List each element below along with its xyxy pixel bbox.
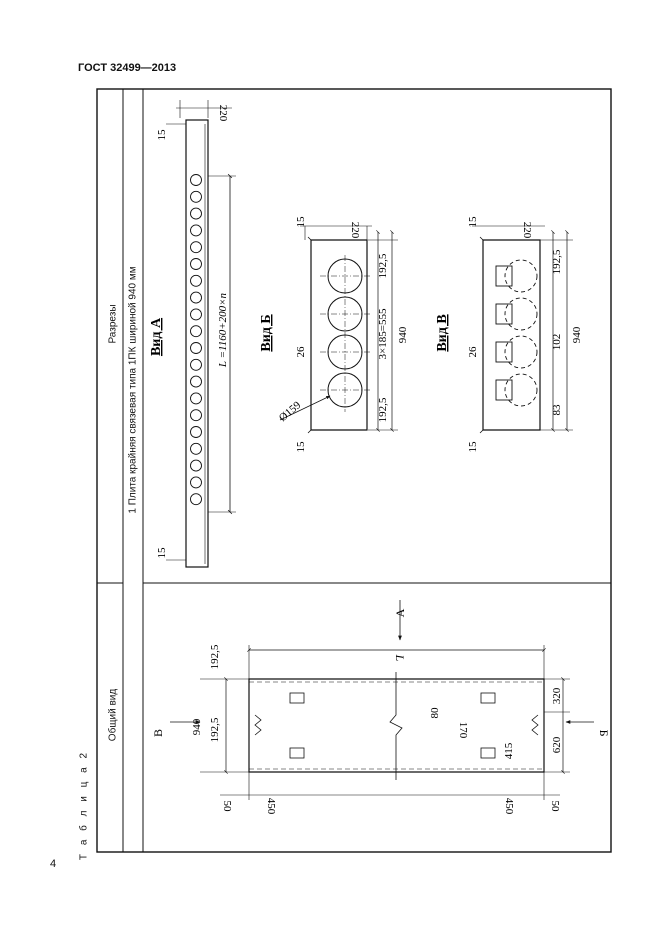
general-dim-620: 620 bbox=[551, 736, 563, 753]
view-b-dim-15-top: 15 bbox=[295, 216, 307, 228]
view-a-hole bbox=[190, 174, 202, 186]
general-dim-50-right: 50 bbox=[549, 801, 561, 813]
table-frame bbox=[96, 88, 612, 853]
void-circle-dashed bbox=[504, 259, 538, 293]
general-arrow-b-label: Б bbox=[597, 730, 611, 737]
view-a-dim-15-top: 15 bbox=[156, 129, 168, 141]
view-v-dim-220: 220 bbox=[521, 222, 533, 239]
view-a-title: Вид А bbox=[149, 317, 164, 356]
view-a-hole bbox=[190, 459, 202, 472]
general-dim-940: 940 bbox=[191, 718, 203, 735]
void-circle-dashed bbox=[504, 297, 538, 331]
general-dim-320: 320 bbox=[551, 687, 563, 704]
page-number: 4 bbox=[50, 858, 57, 870]
view-a-hole bbox=[190, 392, 202, 405]
view-v-drawing bbox=[472, 225, 573, 434]
void-circle-dashed bbox=[504, 373, 538, 407]
view-a-length-label: L =1160+200×n bbox=[217, 292, 229, 368]
view-b-dim-220: 220 bbox=[349, 222, 361, 239]
view-b-dim-3x185: 3×185=555 bbox=[377, 308, 389, 359]
view-v-dim-83: 83 bbox=[551, 404, 563, 416]
view-v-dim-940: 940 bbox=[571, 326, 583, 343]
general-view-drawing bbox=[170, 600, 594, 800]
view-a-hole bbox=[190, 342, 202, 354]
view-v-dim-192-5: 192,5 bbox=[551, 249, 563, 274]
view-v-dim-15-bottom: 15 bbox=[467, 441, 479, 453]
view-b-dim-192-5-bottom: 192,5 bbox=[377, 397, 389, 422]
general-dim-450-left: 450 bbox=[265, 798, 277, 815]
view-v-dim-26: 26 bbox=[467, 346, 479, 358]
view-a-hole bbox=[190, 493, 202, 506]
view-a-hole bbox=[190, 258, 202, 270]
view-a-holes bbox=[190, 174, 202, 506]
general-arrow-v-label: В bbox=[151, 729, 165, 737]
view-a-hole bbox=[190, 358, 202, 371]
view-a-dim-220: 220 bbox=[217, 105, 229, 122]
view-a-hole bbox=[190, 291, 202, 304]
view-b-drawing bbox=[279, 225, 398, 434]
general-dim-450-right: 450 bbox=[503, 798, 515, 815]
view-a-hole bbox=[190, 241, 202, 254]
view-a-hole bbox=[190, 274, 202, 287]
general-arrow-a-label: А bbox=[393, 608, 407, 617]
view-a-hole bbox=[190, 308, 202, 321]
view-a-hole bbox=[190, 409, 202, 422]
view-a-hole bbox=[190, 476, 202, 489]
view-a-dim-15-bottom: 15 bbox=[156, 547, 168, 559]
view-b-diameter: Ø159 bbox=[277, 399, 304, 424]
general-dim-50-left: 50 bbox=[221, 801, 233, 813]
general-dim-192-5-top: 192,5 bbox=[209, 644, 221, 669]
view-a-hole bbox=[190, 224, 202, 237]
view-a-hole bbox=[190, 325, 202, 338]
view-a-drawing bbox=[166, 100, 236, 568]
view-v-title: Вид В bbox=[435, 314, 450, 351]
view-v-dim-15-top: 15 bbox=[467, 216, 479, 228]
view-a-hole bbox=[190, 442, 202, 455]
view-a-hole bbox=[190, 207, 202, 220]
general-dim-170: 170 bbox=[457, 722, 469, 739]
view-a-hole bbox=[190, 426, 202, 438]
general-dim-80: 80 bbox=[429, 707, 441, 719]
view-a-hole bbox=[190, 190, 202, 203]
view-b-dim-192-5-top: 192,5 bbox=[377, 253, 389, 278]
view-v-dim-102: 102 bbox=[551, 334, 563, 351]
general-dim-415: 415 bbox=[503, 742, 515, 759]
view-b-dim-940: 940 bbox=[397, 326, 409, 343]
view-b-dim-15-bottom: 15 bbox=[295, 441, 307, 453]
general-dim-192-5-bottom: 192,5 bbox=[209, 717, 221, 742]
view-b-dim-26: 26 bbox=[295, 346, 307, 358]
standard-number: ГОСТ 32499—2013 bbox=[78, 62, 177, 74]
view-a-hole bbox=[190, 375, 202, 388]
void-circle-dashed bbox=[504, 335, 538, 369]
general-dim-L: L bbox=[393, 654, 407, 662]
view-b-title: Вид Б bbox=[259, 314, 274, 351]
